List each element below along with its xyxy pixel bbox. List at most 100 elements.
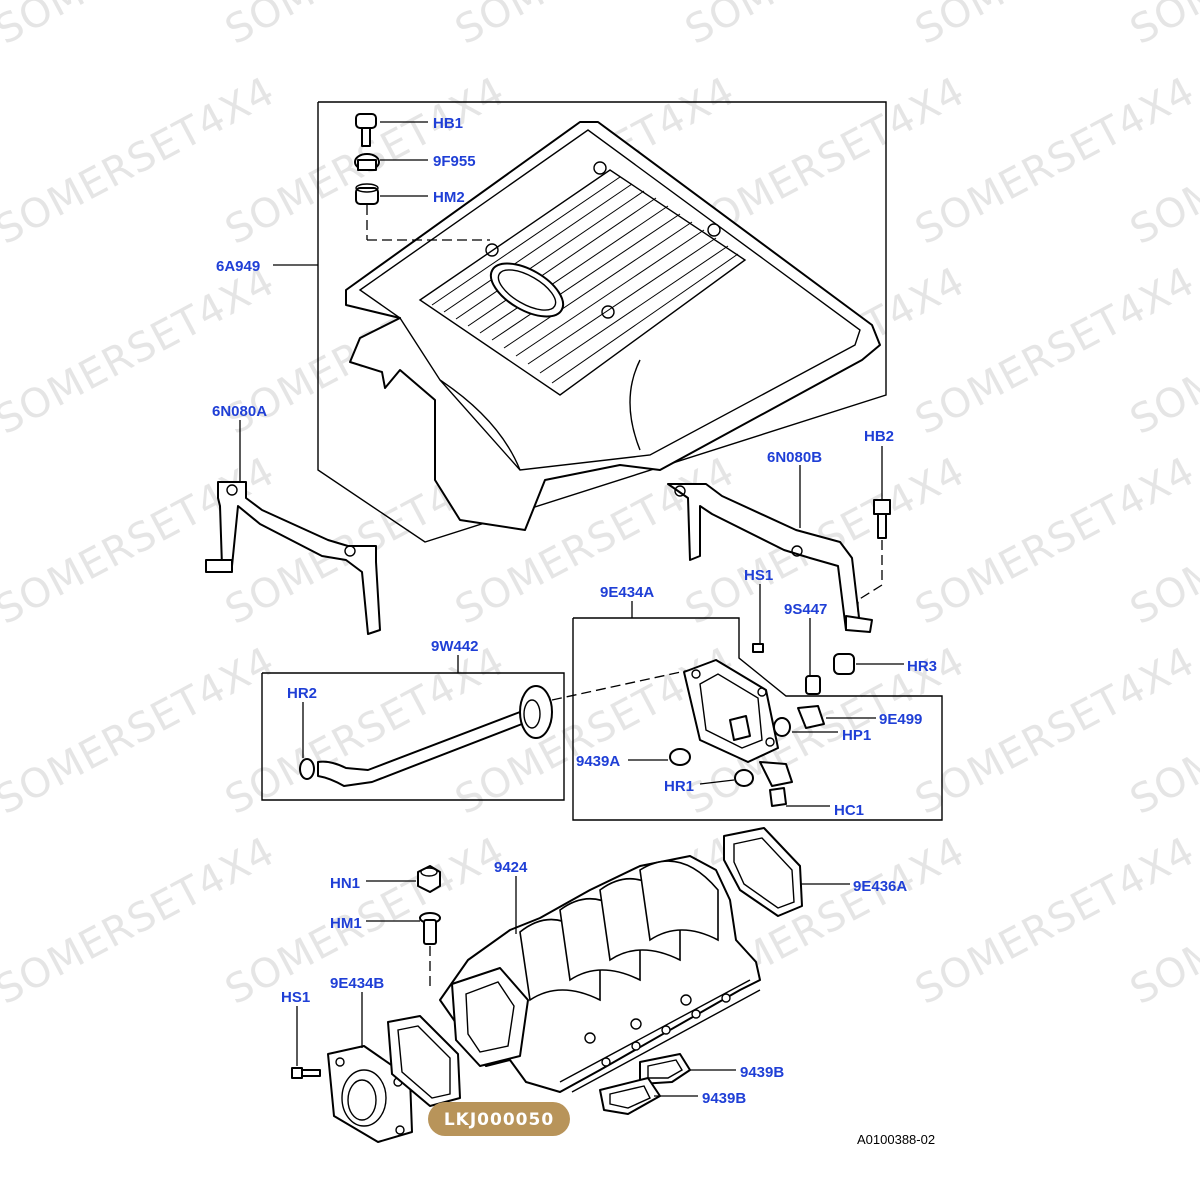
- label-9439a: 9439A: [576, 753, 620, 770]
- gasket-9e436a: [723, 827, 803, 917]
- label-9e436a: 9E436A: [853, 878, 907, 895]
- gasket-9439b-lower: [599, 1077, 661, 1115]
- label-9e434a: 9E434A: [600, 584, 654, 601]
- label-9424: 9424: [494, 859, 528, 876]
- intake-manifold-group: [439, 855, 761, 1093]
- label-hr2: HR2: [287, 685, 317, 702]
- bracket-6n080b: [667, 446, 891, 633]
- label-9f955: 9F955: [433, 153, 476, 170]
- throttle-group-callout-box: [572, 617, 943, 821]
- label-6n080a: 6N080A: [212, 403, 267, 420]
- label-hc1: HC1: [834, 802, 864, 819]
- logo-inner-ring: [497, 269, 557, 311]
- bracket-hole: [344, 545, 356, 557]
- label-hb2: HB2: [864, 428, 894, 445]
- label-hr3: HR3: [907, 658, 937, 675]
- hose-9w442-flange: [519, 685, 553, 739]
- manifold-throttle-bore: [465, 981, 515, 1053]
- hose-9w442-flange-inner: [523, 699, 541, 729]
- throttle-adaptor-group: [291, 992, 461, 1143]
- bracket-6n080b-foot: [845, 615, 873, 633]
- bolt-hb1-head: [355, 113, 377, 129]
- engine-cover-6a949: [345, 121, 881, 531]
- manifold-fasteners: [366, 865, 441, 990]
- label-hp1: HP1: [842, 727, 871, 744]
- label-9s447: 9S447: [784, 601, 827, 618]
- throttle-adaptor-hole: [395, 1125, 405, 1135]
- part-labels: HB1 9F955 HM2 6A949 6N080A HB2 6N080B HS…: [212, 115, 937, 1107]
- throttle-body-bore: [699, 673, 763, 749]
- sleeve-hr3: [833, 653, 855, 675]
- land-rover-jaguar-logo: [489, 262, 565, 318]
- hose-9w442-callout-box: [261, 672, 565, 801]
- manifold-lower-rail: [559, 979, 751, 1083]
- gasket-9e436a-inner: [733, 837, 795, 909]
- hose-9w442-group: [261, 655, 691, 801]
- fitting-9s447: [805, 675, 821, 695]
- plug-hp1: [773, 717, 791, 737]
- throttle-adaptor-hole: [335, 1057, 345, 1067]
- engine-cover-side-contour: [629, 359, 641, 451]
- badge-background: [428, 1102, 570, 1136]
- label-9e434b: 9E434B: [330, 975, 384, 992]
- engine-cover-group: [317, 101, 887, 543]
- bolt-hb2: [873, 499, 891, 515]
- bracket-hole: [226, 484, 238, 496]
- gasket-9439b-upper-inner: [647, 1059, 683, 1079]
- engine-cover-ribs: [431, 176, 739, 384]
- label-6a949: 6A949: [216, 258, 260, 275]
- watermark: SOMERSET4X4: [1123, 0, 1200, 54]
- label-hm1: HM1: [330, 915, 362, 932]
- gasket-throttle-adaptor: [387, 1015, 461, 1107]
- badge-text: LKJ000050: [444, 1110, 554, 1130]
- label-hm2: HM2: [433, 189, 465, 206]
- label-hr1: HR1: [664, 778, 694, 795]
- gasket-throttle-adaptor-inner: [397, 1025, 451, 1099]
- o-ring-9439a: [669, 748, 691, 766]
- bracket-hole: [674, 485, 686, 497]
- label-9439b-2: 9439B: [702, 1090, 746, 1107]
- throttle-bolt-hole: [691, 669, 701, 679]
- cover-mount-hole: [707, 223, 721, 237]
- label-hb1: HB1: [433, 115, 463, 132]
- screw-hs1-bottom-shank: [301, 1069, 321, 1077]
- label-6n080b: 6N080B: [767, 449, 822, 466]
- engine-cover-side-contour: [439, 379, 521, 471]
- throttle-body-group: [572, 584, 943, 821]
- manifold-lower-rail: [571, 989, 761, 1093]
- label-hs1-top: HS1: [744, 567, 773, 584]
- throttle-bolt-hole: [765, 737, 775, 747]
- throttle-body-9e434a: [683, 659, 779, 763]
- grommet-9f955-body: [357, 159, 377, 171]
- gasket-9439b-lower-inner: [609, 1085, 651, 1109]
- engine-cover-top-panel: [358, 129, 861, 471]
- manifold-runners: [519, 860, 719, 1002]
- bracket-6n080b-body: [667, 483, 861, 631]
- nut-hn1-top: [420, 867, 438, 877]
- engine-cover-rib-panel: [418, 169, 747, 396]
- o-ring-hr1: [734, 769, 754, 787]
- bracket-hole: [791, 545, 803, 557]
- bracket-6n080a-foot: [205, 559, 233, 573]
- clip-hc1: [769, 787, 787, 807]
- label-hs1-bottom: HS1: [281, 989, 310, 1006]
- hose-clip-hr2: [299, 758, 315, 780]
- label-9w442: 9W442: [431, 638, 479, 655]
- fitting-hr1-body: [759, 761, 793, 787]
- cover-mount-hole: [485, 243, 499, 257]
- screw-hs1: [752, 643, 764, 653]
- gasket-9e436a-group: [723, 827, 850, 917]
- bolt-hb1-shank: [361, 127, 371, 147]
- cover-mount-hole: [593, 161, 607, 175]
- manifold-bolt-bosses: [584, 993, 731, 1067]
- screw-hs1-bottom: [291, 1067, 303, 1079]
- label-9439b-1: 9439B: [740, 1064, 784, 1081]
- throttle-adaptor-bore-inner: [347, 1079, 377, 1121]
- elbow-9e499: [797, 705, 825, 729]
- bracket-6n080a: [205, 420, 381, 635]
- leader-hr1: [699, 779, 735, 785]
- label-hn1: HN1: [330, 875, 360, 892]
- diagram-reference-number: A0100388-02: [857, 1132, 935, 1147]
- throttle-adaptor-bore: [341, 1069, 387, 1127]
